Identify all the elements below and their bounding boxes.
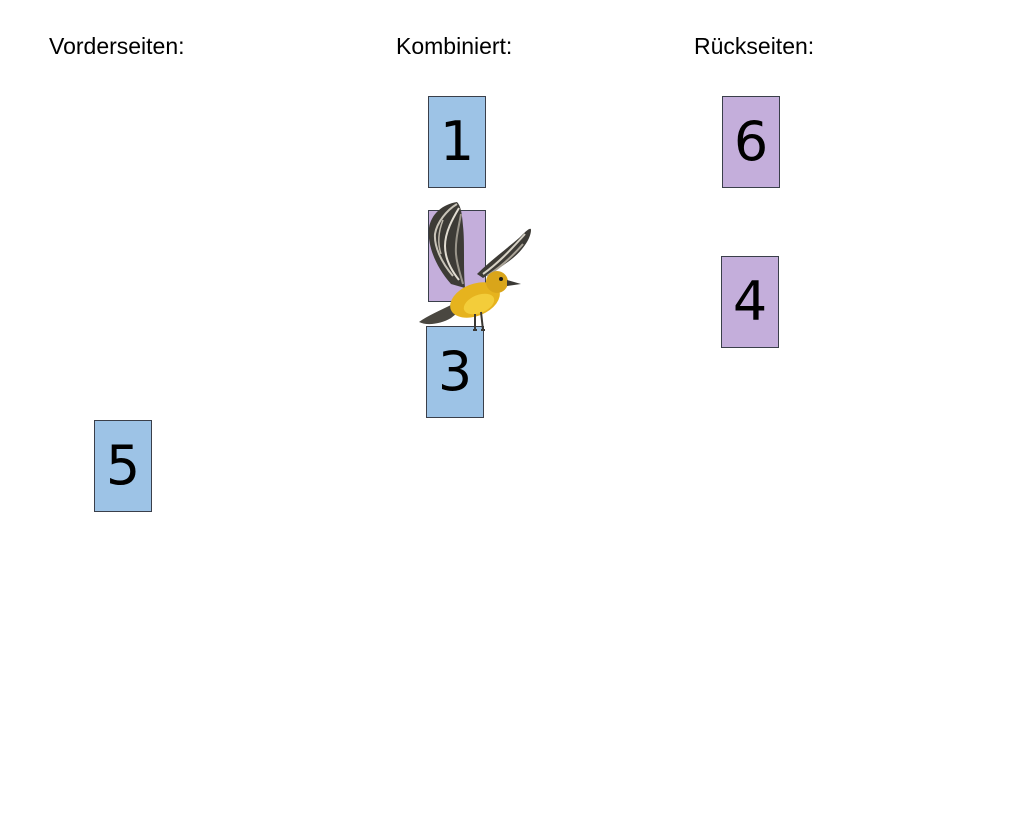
- card-label: 6: [733, 110, 769, 173]
- card-label: 5: [105, 434, 141, 497]
- heading-back-pages: Rückseiten:: [694, 33, 815, 59]
- bird-left-wing: [428, 202, 465, 288]
- heading-combined: Kombiniert:: [396, 33, 513, 59]
- card-6[interactable]: 6: [722, 96, 780, 188]
- card-5[interactable]: 5: [94, 420, 152, 512]
- card-label: 3: [437, 340, 473, 403]
- heading-front-pages: Vorderseiten:: [49, 33, 185, 59]
- card-1[interactable]: 1: [428, 96, 486, 188]
- card-4[interactable]: 4: [721, 256, 779, 348]
- card-label: 4: [732, 270, 768, 333]
- bird-right-wing: [477, 228, 531, 278]
- bird-head: [486, 271, 508, 293]
- bird-beak: [507, 280, 521, 286]
- card-3[interactable]: 3: [426, 326, 484, 418]
- bird-icon: [419, 202, 531, 331]
- card-label: 1: [439, 110, 475, 173]
- bird-tail: [419, 304, 461, 325]
- bird-legs: [473, 311, 485, 331]
